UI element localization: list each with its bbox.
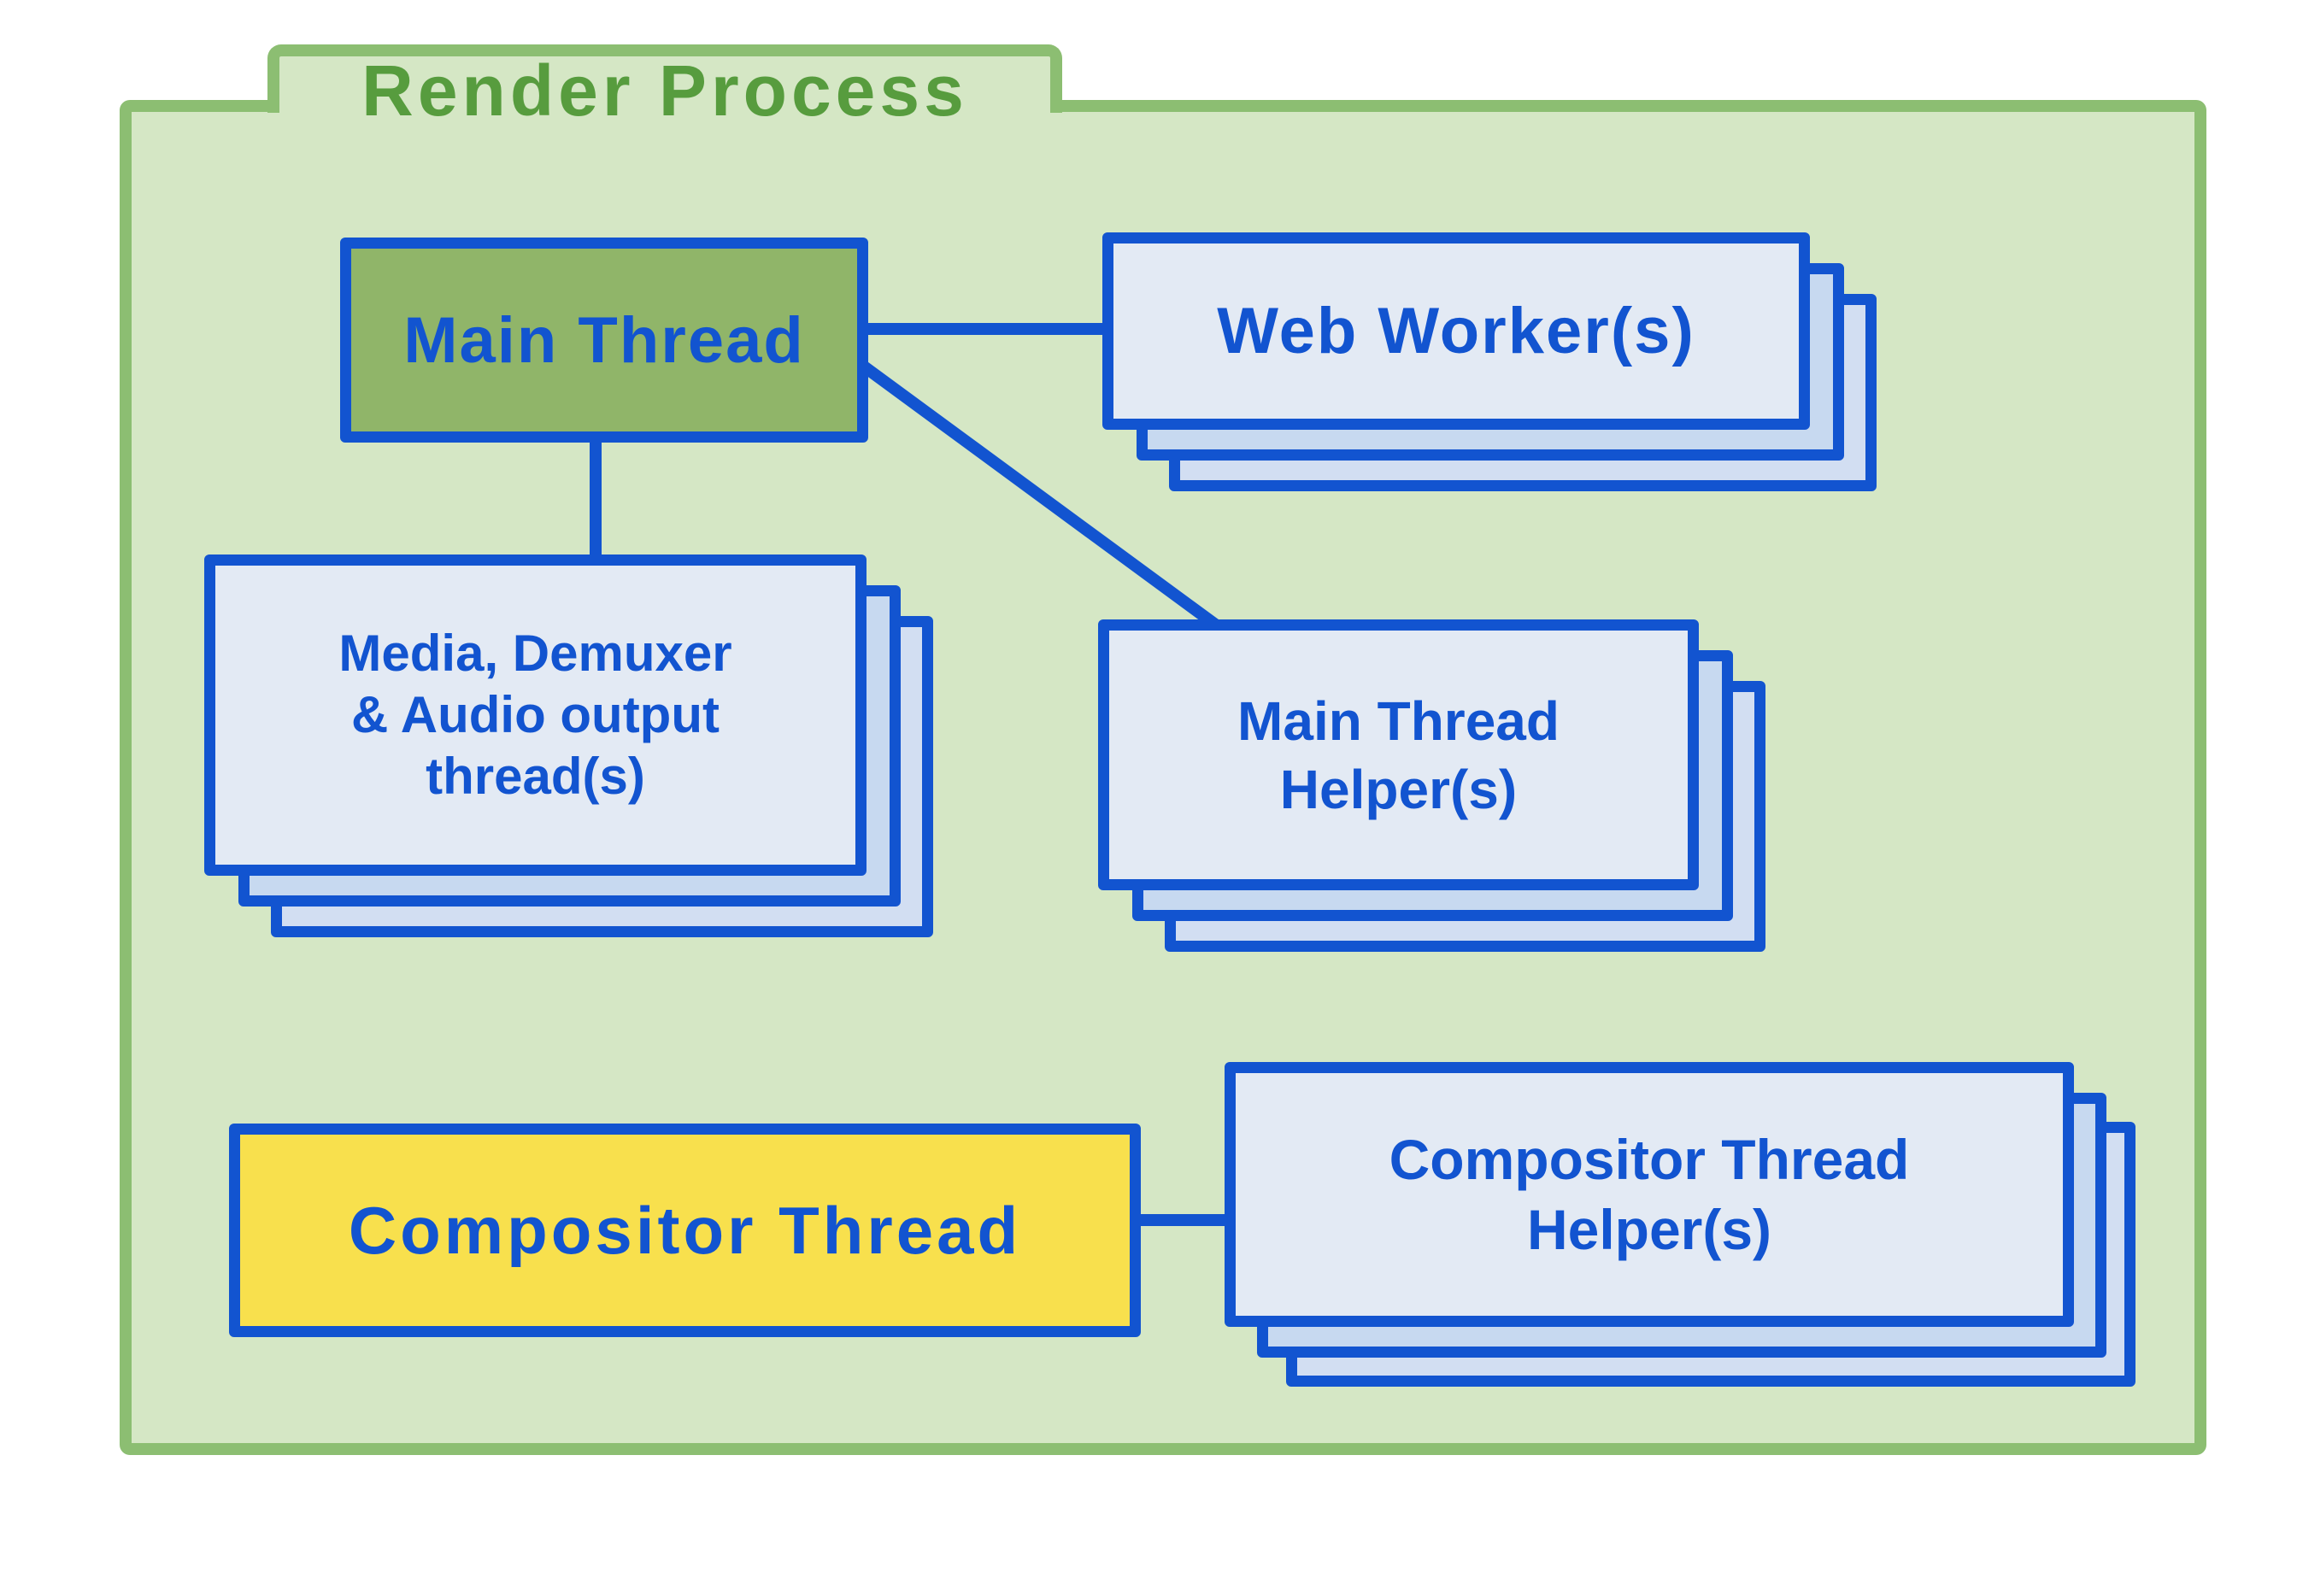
node-compositor-thread: Compositor Thread xyxy=(229,1124,1141,1337)
media-demuxer-audio-label: Media, Demuxer & Audio output thread(s) xyxy=(204,554,867,876)
render-process-folder-tab xyxy=(267,44,1062,113)
connector-compositor-thread-to-compositor-helpers xyxy=(1135,1214,1231,1226)
connector-main-thread-to-media-threads xyxy=(590,434,602,562)
main-thread-helpers-label: Main Thread Helper(s) xyxy=(1098,619,1699,890)
connector-main-thread-to-web-workers xyxy=(859,323,1111,335)
compositor-thread-helpers-label: Compositor Thread Helper(s) xyxy=(1225,1062,2074,1327)
node-main-thread: Main Thread xyxy=(340,238,868,443)
diagram-title: Render Process xyxy=(361,50,968,131)
web-workers-label: Web Worker(s) xyxy=(1102,232,1810,430)
